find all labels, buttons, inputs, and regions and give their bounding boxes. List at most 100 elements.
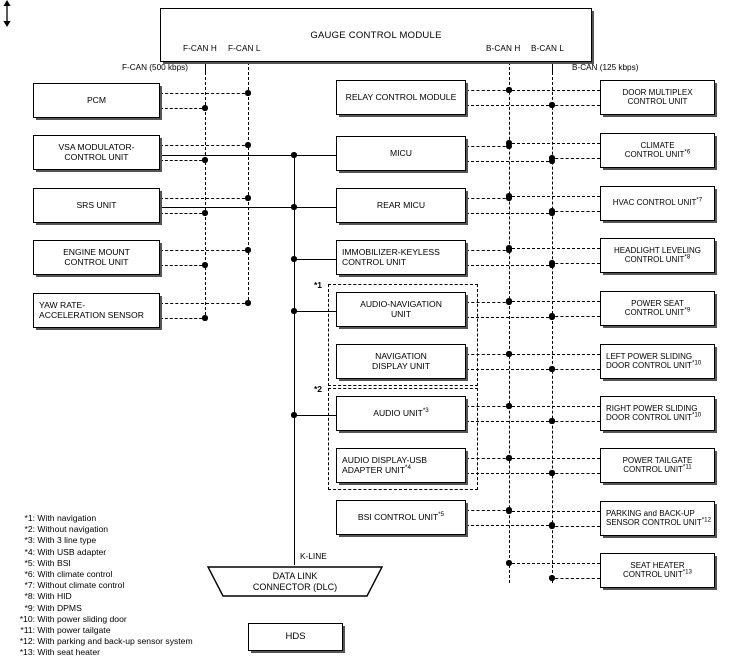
footnote-legend: *1: With navigation*2: Without navigatio…	[14, 513, 193, 659]
footnote-key: *5:	[24, 557, 35, 568]
junction-left-4-fcanh	[202, 315, 208, 321]
middle-node-6[interactable]: AUDIO UNIT*3	[336, 396, 466, 431]
junction-right-9-bcanh	[506, 560, 512, 566]
right-node-1-h-link	[507, 143, 600, 144]
footnote-text: With navigation	[37, 513, 97, 523]
k-line-branch-rear-micu	[294, 207, 336, 208]
k-line-label: K-LINE	[300, 551, 327, 561]
k-line-junction-rear-micu	[291, 204, 297, 210]
footnote-item: *8: With HID	[14, 591, 193, 602]
footnote-key: *13:	[19, 647, 35, 658]
right-node-2[interactable]: HVAC CONTROL UNIT*7	[600, 186, 715, 221]
middle-node-8[interactable]: BSI CONTROL UNIT*5	[336, 500, 466, 535]
junction-left-1-fcanl	[245, 142, 251, 148]
junction-right-3-bcanl	[549, 260, 555, 266]
k-line-junction-audio-unit	[291, 412, 297, 418]
gauge-control-module[interactable]: GAUGE CONTROL MODULE	[160, 8, 592, 62]
node-label: MICU	[390, 147, 412, 158]
footnote-key: *3:	[24, 535, 35, 546]
middle-node-8-l-link	[466, 525, 554, 526]
footnote-key: *11:	[20, 625, 35, 636]
footnote-item: *7: Without climate control	[14, 580, 193, 591]
right-node-9-l-link	[550, 578, 600, 579]
node-label: HDS	[285, 630, 306, 642]
right-node-8-h-link	[507, 511, 600, 512]
middle-node-4-h-link	[466, 302, 511, 303]
middle-node-0[interactable]: RELAY CONTROL MODULE	[336, 80, 466, 115]
middle-node-3-h-link	[466, 250, 511, 251]
gauge-control-module-title: GAUGE CONTROL MODULE	[310, 30, 442, 41]
footnote-item: *10: With power sliding door	[14, 614, 193, 625]
footnote-text: With USB adapter	[37, 546, 107, 557]
b-can-h-bus-line	[509, 62, 510, 583]
left-node-0-l-link	[160, 108, 207, 109]
left-node-2-l-link	[160, 213, 207, 214]
middle-node-1-h-link	[466, 146, 511, 147]
navigation-group-frame	[328, 284, 478, 386]
junction-left-1-fcanh	[202, 157, 208, 163]
footnote-text: Without climate control	[37, 580, 125, 591]
left-node-0[interactable]: PCM	[33, 83, 160, 118]
right-node-8-l-link	[550, 526, 600, 527]
pin-label-b-can-h: B-CAN H	[486, 44, 521, 53]
footnote-item: *6: With climate control	[14, 569, 193, 580]
middle-node-1[interactable]: MICU	[336, 136, 466, 171]
junction-right-7-bcanl	[549, 470, 555, 476]
k-line-junction-micu	[291, 152, 297, 158]
middle-node-7-h-link	[466, 458, 511, 459]
footnote-text: With climate control	[37, 569, 113, 580]
junction-left-2-fcanl	[245, 195, 251, 201]
junction-right-5-bcanl	[549, 366, 555, 372]
right-node-9-h-link	[507, 563, 600, 564]
middle-node-2-l-link	[466, 213, 554, 214]
node-label: SRS UNIT	[76, 199, 117, 210]
b-can-l-bus-line	[552, 62, 553, 583]
middle-node-2[interactable]: REAR MICU	[336, 188, 466, 223]
junction-mid-1-bcanh	[506, 143, 512, 149]
middle-node-2-h-link	[466, 198, 511, 199]
right-node-4-h-link	[507, 301, 600, 302]
junction-right-0-bcanl	[549, 102, 555, 108]
left-node-2-h-link	[160, 198, 250, 199]
junction-left-0-fcanl	[245, 90, 251, 96]
left-node-4[interactable]: YAW RATE-ACCELERATION SENSOR	[33, 293, 160, 328]
left-node-1[interactable]: VSA MODULATOR-CONTROL UNIT	[33, 135, 160, 170]
junction-right-3-bcanh	[506, 245, 512, 251]
data-link-connector[interactable]	[205, 565, 385, 599]
middle-node-5-l-link	[466, 369, 554, 370]
b-can-tick	[552, 62, 553, 72]
junction-left-2-fcanh	[202, 210, 208, 216]
hds-box[interactable]: HDS	[248, 623, 343, 651]
middle-node-6-l-link	[466, 421, 554, 422]
junction-right-4-bcanh	[506, 298, 512, 304]
left-node-2[interactable]: SRS UNIT	[33, 188, 160, 223]
audio-group-frame	[328, 388, 478, 490]
footnote-text: With power tailgate	[37, 625, 111, 636]
k-line-junction-audio-nav	[291, 308, 297, 314]
k-line-branch-vsa	[160, 155, 294, 156]
middle-node-8-h-link	[466, 510, 511, 511]
footnote-text: With seat heater	[37, 647, 100, 658]
footnote-key: *8:	[24, 591, 35, 602]
